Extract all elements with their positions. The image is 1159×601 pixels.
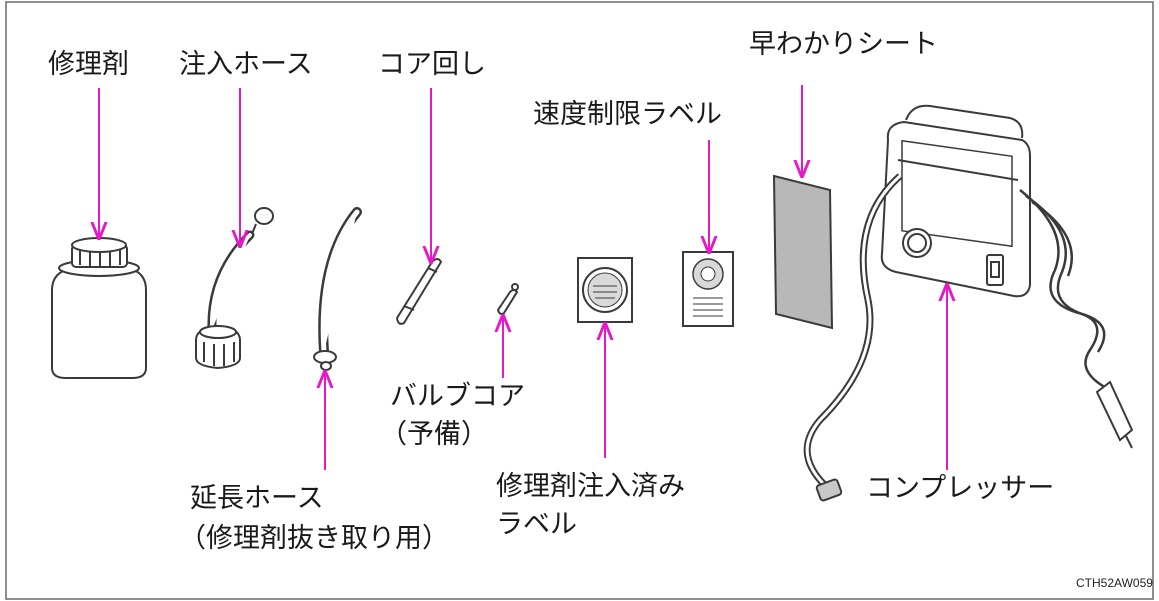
label-valve-core-line2: （予備） bbox=[380, 419, 488, 450]
label-agent-injected-line2: ラベル bbox=[496, 509, 577, 540]
label-quick-guide-sheet: 早わかりシート bbox=[749, 29, 938, 60]
label-repair-agent: 修理剤 bbox=[48, 49, 129, 80]
quick-guide-sheet bbox=[772, 174, 834, 330]
label-compressor: コンプレッサー bbox=[866, 473, 1055, 504]
label-extension-hose-line2: （修理剤抜き取り用） bbox=[179, 523, 449, 554]
label-speed-limit: 速度制限ラベル bbox=[533, 99, 722, 130]
compressor bbox=[803, 104, 1134, 502]
label-valve-core-line1: バルブコア bbox=[390, 381, 525, 412]
speed-limit-label-sticker bbox=[682, 251, 734, 327]
label-core-tool: コア回し bbox=[378, 49, 486, 80]
label-agent-injected-line1: 修理剤注入済み bbox=[496, 471, 685, 502]
leader-lines bbox=[99, 85, 947, 470]
extension-hose bbox=[313, 207, 362, 371]
core-tool bbox=[395, 258, 443, 325]
injection-hose bbox=[195, 207, 274, 370]
figure-code: CTH52AW059 bbox=[1076, 576, 1153, 590]
label-injection-hose: 注入ホース bbox=[179, 49, 313, 80]
label-extension-hose-line1: 延長ホース bbox=[190, 483, 324, 514]
agent-injected-label-sticker bbox=[577, 257, 633, 323]
valve-core bbox=[496, 283, 519, 315]
outer-border bbox=[5, 1, 1154, 600]
repair-agent-bottle bbox=[51, 237, 147, 379]
